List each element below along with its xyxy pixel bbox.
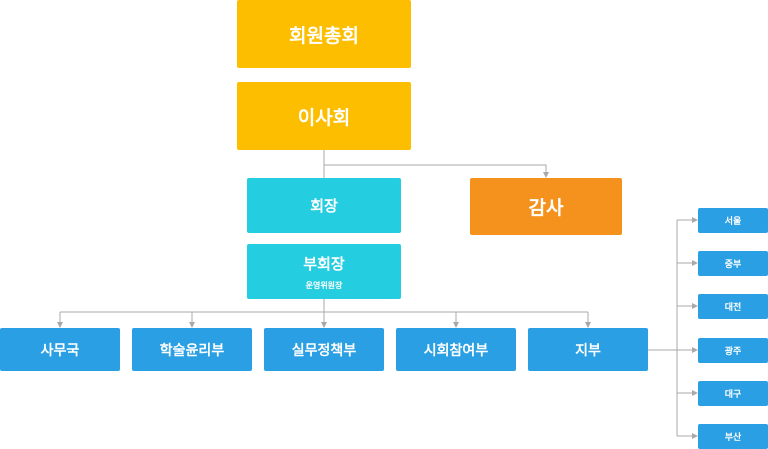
branch-box-3: 광주: [698, 338, 768, 363]
department-box-1: 학술윤리부: [132, 328, 252, 371]
vice-president-note: 운영위원장: [305, 280, 343, 290]
branch-box-0: 서울: [698, 208, 768, 233]
department-box-0: 사무국: [0, 328, 120, 371]
general-assembly-box: 회원총회: [237, 0, 411, 68]
department-box-4: 지부: [528, 328, 648, 371]
president-box: 회장: [247, 178, 401, 233]
branch-box-2: 대전: [698, 294, 768, 319]
department-box-2: 실무정책부: [264, 328, 384, 371]
department-box-3: 시회참여부: [396, 328, 516, 371]
vice-president-label: 부회장: [303, 254, 345, 273]
auditor-box: 감사: [470, 178, 622, 235]
vice-president-box: 부회장 운영위원장: [247, 244, 401, 299]
board-box: 이사회: [237, 82, 411, 150]
branch-box-1: 중부: [698, 251, 768, 276]
branch-box-4: 대구: [698, 381, 768, 406]
branch-box-5: 부산: [698, 424, 768, 449]
